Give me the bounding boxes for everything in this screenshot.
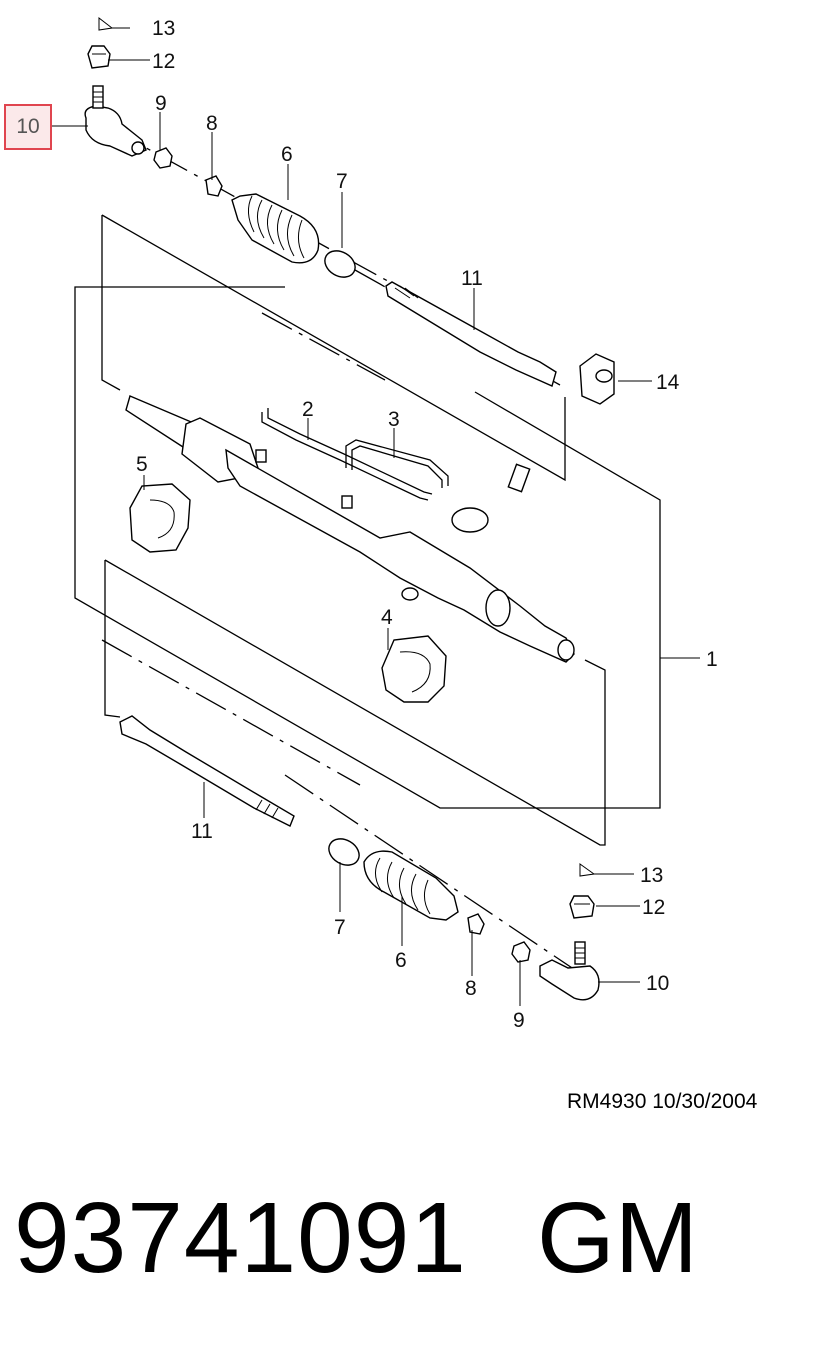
callout-6-bottom: 6 xyxy=(395,949,407,972)
callout-8-top: 8 xyxy=(206,112,218,135)
lower-inner-tie-rod xyxy=(119,715,295,827)
callout-8-bottom: 8 xyxy=(465,977,477,1000)
upper-cotter-pin xyxy=(98,16,130,31)
reference-code: RM4930 10/30/2004 xyxy=(567,1090,758,1113)
upper-boot-clamp-small xyxy=(205,175,223,197)
callout-13-bottom: 13 xyxy=(640,864,663,887)
callout-12-top: 12 xyxy=(152,50,175,73)
callout-leader-lines xyxy=(52,59,700,1006)
callout-9-top: 9 xyxy=(155,92,167,115)
callout-4: 4 xyxy=(381,606,393,629)
callout-7-top: 7 xyxy=(336,170,348,193)
lower-rack-boot xyxy=(363,850,459,921)
upper-inner-tie-rod xyxy=(385,281,557,387)
mounting-bushing-5 xyxy=(129,483,191,553)
lower-boot-clamp-large xyxy=(328,838,360,866)
callout-9-bottom: 9 xyxy=(513,1009,525,1032)
lower-castle-nut xyxy=(569,895,595,919)
upper-boot-clamp-large xyxy=(324,250,356,278)
callout-13-top: 13 xyxy=(152,17,175,40)
part-number: 93741091 xyxy=(14,1182,467,1294)
return-line-3 xyxy=(345,439,449,488)
callout-10-top-highlighted[interactable]: 10 xyxy=(16,115,40,138)
steering-gear-housing xyxy=(125,395,575,663)
callout-5: 5 xyxy=(136,453,148,476)
callout-14: 14 xyxy=(656,371,680,394)
highlighted-callout-box[interactable] xyxy=(4,104,52,150)
lower-cotter-pin xyxy=(579,863,634,877)
callout-3: 3 xyxy=(388,408,400,431)
lower-boot-clamp-small xyxy=(467,913,485,935)
callout-6-top: 6 xyxy=(281,143,293,166)
callout-1: 1 xyxy=(706,648,718,671)
callout-10-bottom: 10 xyxy=(646,972,669,995)
upper-castle-nut xyxy=(87,45,111,69)
lower-jam-nut xyxy=(511,941,531,963)
callout-7-bottom: 7 xyxy=(334,916,346,939)
upper-jam-nut xyxy=(153,147,173,169)
callout-12-bottom: 12 xyxy=(642,896,665,919)
callout-2: 2 xyxy=(302,398,314,421)
upper-tie-rod-end xyxy=(84,85,147,157)
callout-11-top: 11 xyxy=(461,267,483,290)
steering-rack-bushing xyxy=(579,353,615,405)
upper-rack-boot xyxy=(231,193,320,264)
lower-tie-rod-end xyxy=(539,941,600,1001)
pressure-line-2 xyxy=(261,408,433,501)
callout-11-bottom: 11 xyxy=(191,820,213,843)
mounting-bushing-4 xyxy=(381,635,447,703)
brand-label: GM xyxy=(537,1182,699,1294)
callout-labels: 13 12 9 8 6 7 11 14 2 3 5 4 1 11 7 6 8 9… xyxy=(136,17,718,1032)
